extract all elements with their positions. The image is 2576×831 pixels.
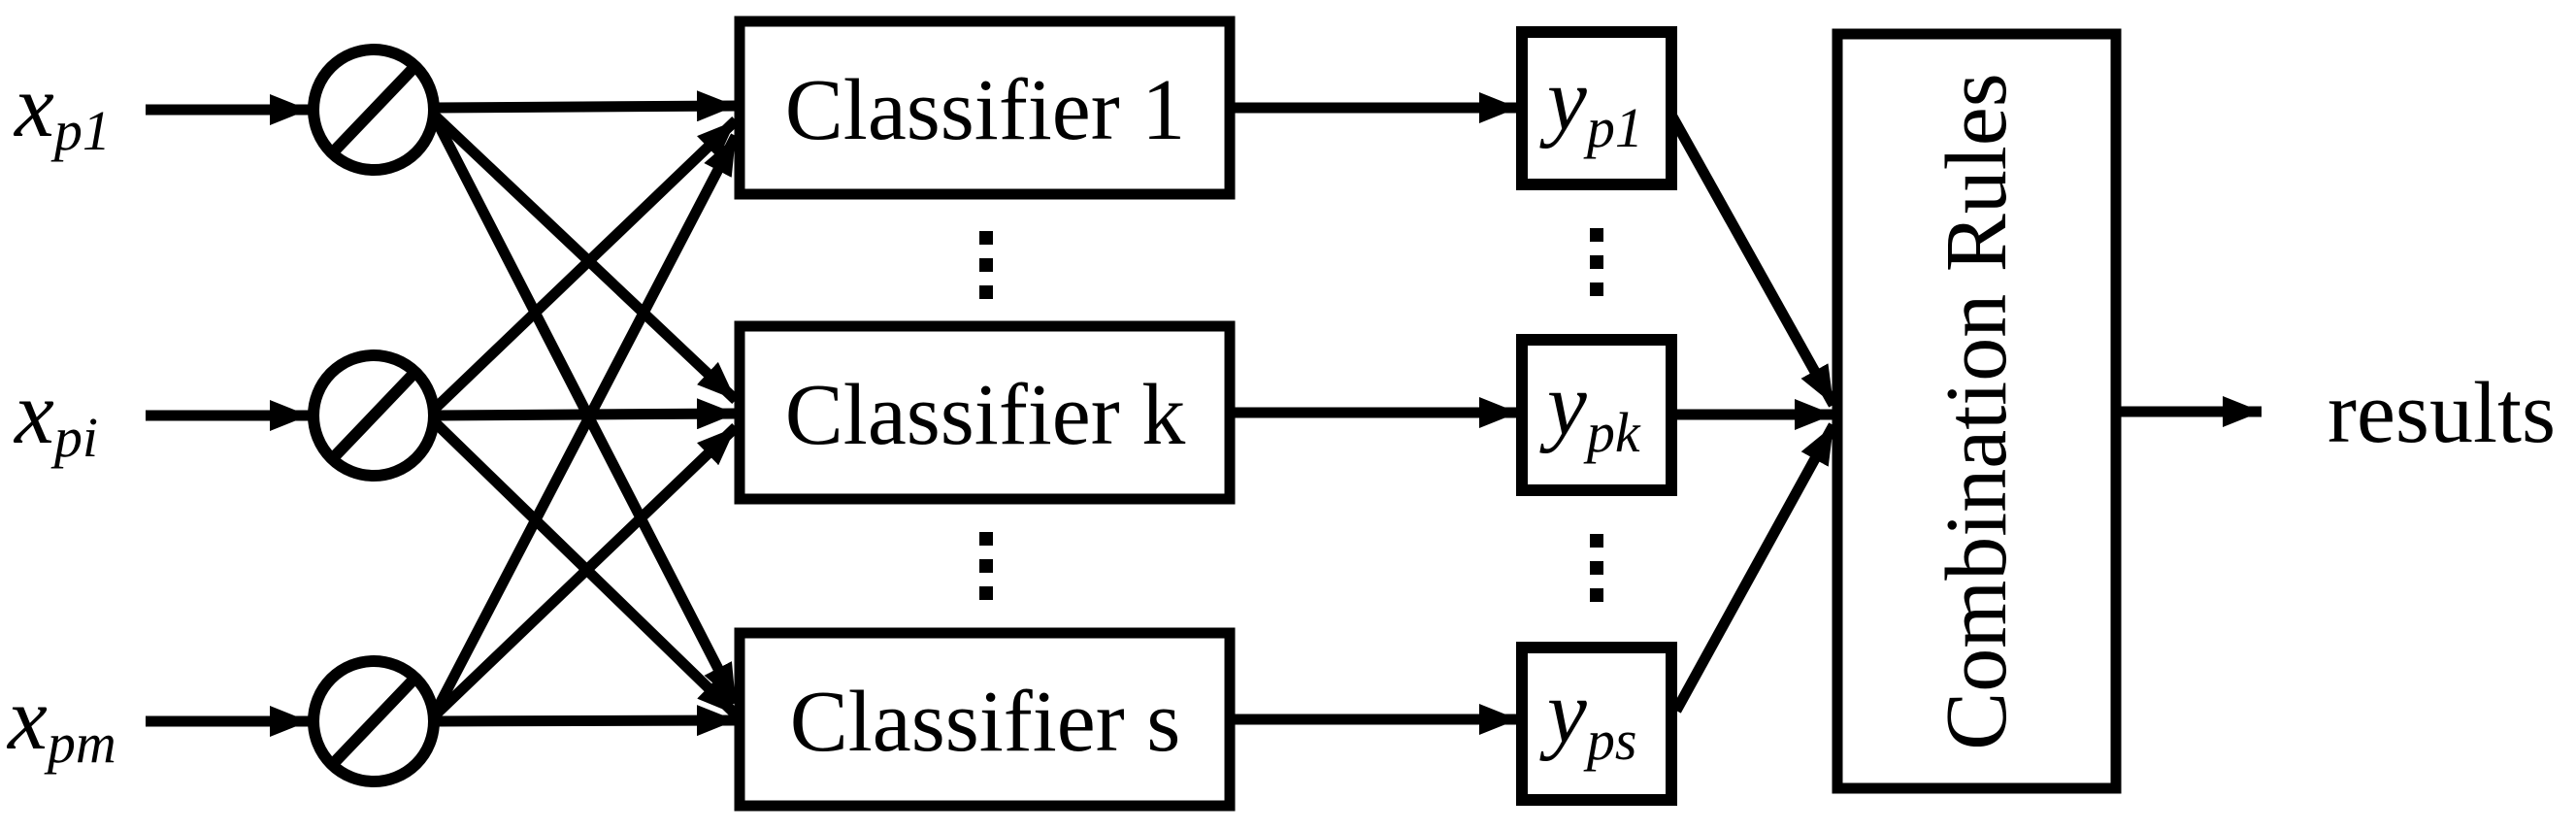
input-label-xpi: xpi — [13, 363, 98, 469]
classifier-label-1: Classifier 1 — [785, 62, 1185, 158]
slash — [327, 367, 420, 464]
classifier-label-s: Classifier s — [790, 674, 1180, 770]
preprocessor-node-2 — [308, 349, 440, 482]
vertical-ellipsis — [1590, 228, 1603, 296]
combine-arrow-s — [1671, 422, 1838, 714]
vertical-ellipsis — [979, 231, 993, 299]
input-label-xp1: xp1 — [13, 56, 111, 162]
preprocessor-node-3 — [308, 655, 440, 787]
connection-arrow-n3-c1 — [432, 133, 741, 713]
vertical-ellipsis — [1590, 534, 1603, 602]
input-label-xpm: xpm — [6, 669, 116, 775]
combiner-label: Combination Rules — [1929, 73, 2025, 750]
connection-arrow-n3-ck — [432, 423, 740, 718]
slash — [327, 61, 420, 158]
connection-arrow-n1-c1 — [433, 90, 737, 122]
output-box-yps — [1516, 642, 1677, 806]
combine-arrow-1 — [1668, 114, 1838, 408]
results-label: results — [2328, 365, 2556, 461]
output-label-yps: yps — [1539, 662, 1636, 772]
connection-arrow-n3-cs — [433, 705, 737, 737]
vertical-ellipsis — [979, 532, 993, 600]
connection-arrow-n2-c1 — [432, 116, 740, 412]
output-box-yp1 — [1516, 26, 1677, 190]
circle-slash-icon — [308, 44, 440, 176]
preprocessor-node-1 — [308, 44, 440, 176]
output-label-yp1: yp1 — [1539, 50, 1643, 159]
output-box-ypk — [1516, 334, 1677, 496]
slash — [327, 673, 420, 770]
classifier-label-k: Classifier k — [785, 367, 1185, 463]
output-label-ypk: ypk — [1539, 354, 1641, 464]
